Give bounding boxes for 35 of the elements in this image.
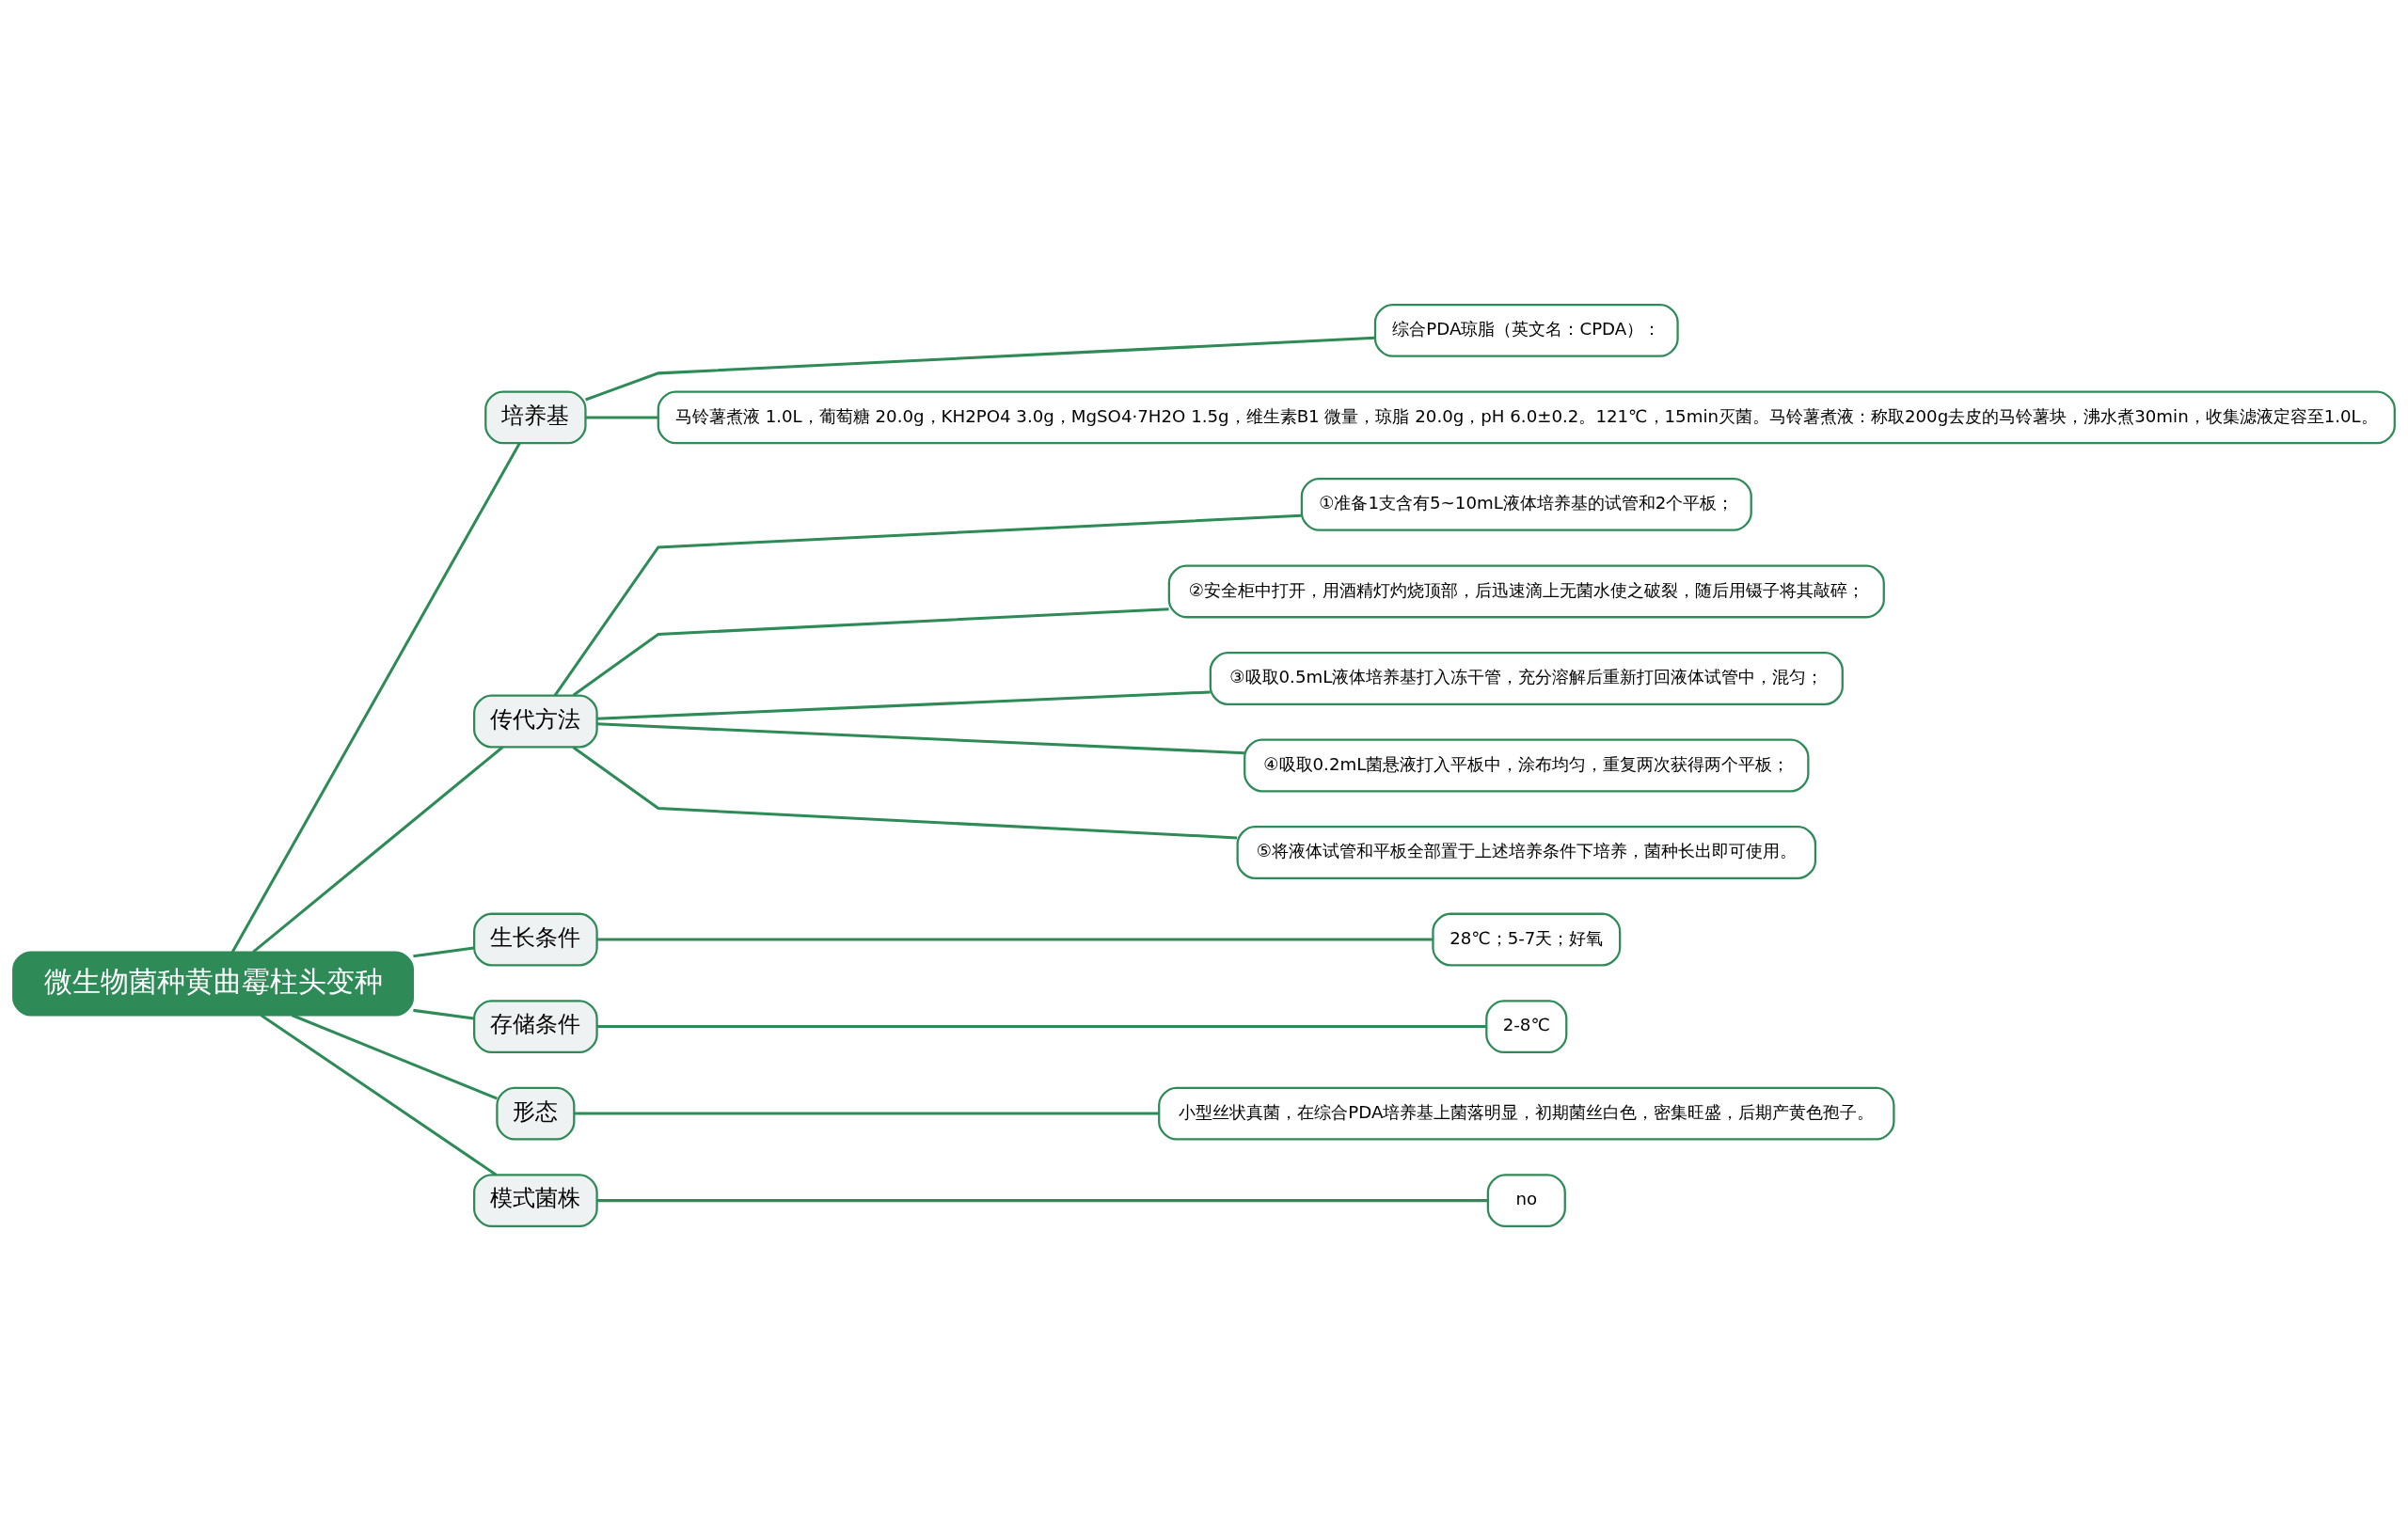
connector — [230, 442, 521, 954]
connector — [260, 1014, 498, 1176]
node-box: 微生物菌种黄曲霉柱头变种 — [12, 951, 415, 1017]
node-box: 小型丝状真菌，在综合PDA培养基上菌落明显，初期菌丝白色，密集旺盛，后期产黄色孢子。 — [1158, 1086, 1895, 1141]
connector — [585, 416, 658, 419]
connector — [413, 1008, 475, 1020]
connector — [252, 746, 504, 954]
connector — [413, 946, 475, 958]
node-box: 培养基 — [484, 390, 587, 445]
node-box: 综合PDA琼脂（英文名：CPDA）： — [1373, 303, 1679, 357]
connector — [585, 336, 1375, 402]
connector — [596, 722, 1245, 755]
connector — [596, 690, 1211, 720]
node-box: ⑤将液体试管和平板全部置于上述培养条件下培养，菌种长出即可使用。 — [1236, 826, 1817, 879]
connector — [572, 608, 1169, 697]
node-box: 模式菌株 — [473, 1174, 598, 1228]
node-box: ②安全柜中打开，用酒精灯灼烧顶部，后迅速滴上无菌水使之破裂，随后用镊子将其敲碎； — [1167, 564, 1885, 619]
connector — [596, 1199, 1488, 1203]
node-box: 马铃薯煮液 1.0L，葡萄糖 20.0g，KH2PO4 3.0g，MgSO4·7H2O 1.5g，维生素B1 微量，琼脂 20.0g，pH 6.0±0.2。121℃，15min灭菌。马铃薯煮液：称取200g去皮的马铃薯块，沸水煮30min，收集滤液定容至1.0L。 — [657, 390, 2396, 445]
node-box: no — [1486, 1174, 1566, 1228]
node-box: ①准备1支含有5~10mL液体培养基的试管和2个平板； — [1300, 478, 1752, 531]
connector — [574, 1112, 1159, 1115]
connector — [596, 938, 1434, 941]
connector — [553, 513, 1302, 697]
node-box: 存储条件 — [473, 1000, 598, 1054]
node-box: 2-8℃ — [1485, 1000, 1568, 1054]
node-box: 形态 — [496, 1086, 576, 1141]
node-box: 生长条件 — [473, 912, 598, 967]
connector — [572, 746, 1238, 840]
node-box: ③吸取0.5mL液体培养基打入冻干管，充分溶解后重新打回液体试管中，混匀； — [1209, 652, 1844, 705]
node-box: 传代方法 — [473, 694, 598, 749]
node-box: ④吸取0.2mL菌悬液打入平板中，涂布均匀，重复两次获得两个平板； — [1244, 738, 1810, 793]
connector — [291, 1014, 498, 1100]
connector — [596, 1025, 1486, 1029]
node-box: 28℃；5-7天；好氧 — [1432, 912, 1622, 967]
